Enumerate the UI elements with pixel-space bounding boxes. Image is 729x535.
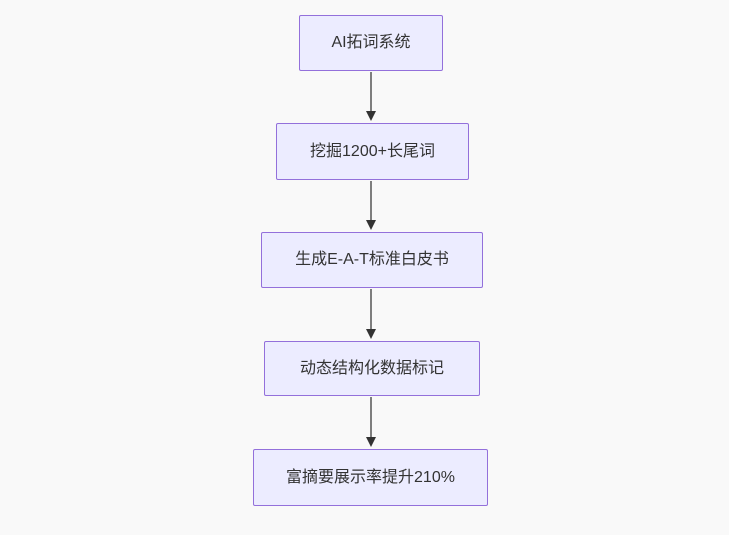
flowchart-node-ai-word-expansion: AI拓词系统 xyxy=(299,15,443,71)
flowchart-node-eat-whitepaper: 生成E-A-T标准白皮书 xyxy=(261,232,483,288)
node-label: 生成E-A-T标准白皮书 xyxy=(295,251,449,269)
node-label: 挖掘1200+长尾词 xyxy=(310,142,435,160)
flowchart-node-rich-snippet-uplift: 富摘要展示率提升210% xyxy=(253,449,488,506)
flowchart-node-structured-data-markup: 动态结构化数据标记 xyxy=(264,341,480,396)
node-label: AI拓词系统 xyxy=(331,34,411,52)
node-label: 动态结构化数据标记 xyxy=(299,359,444,377)
node-label: 富摘要展示率提升210% xyxy=(286,468,455,486)
flowchart-node-longtail-mining: 挖掘1200+长尾词 xyxy=(276,123,469,180)
